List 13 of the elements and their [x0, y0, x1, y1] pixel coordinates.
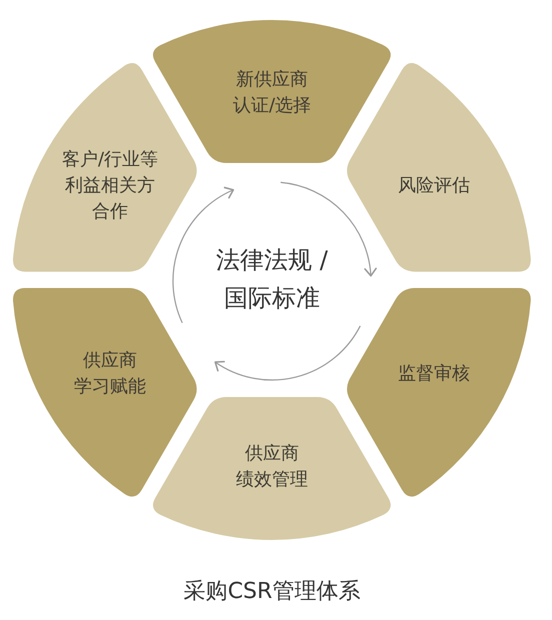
ring-segment — [347, 63, 532, 272]
ring-segment — [12, 63, 197, 272]
ring-segment — [347, 288, 532, 497]
caption: 采购CSR管理体系 — [184, 578, 360, 606]
segment-label: 供应商学习赋能 — [74, 348, 146, 398]
ring-segment — [12, 288, 197, 497]
segment-label: 新供应商认证/选择 — [232, 68, 312, 118]
segment-label: 风险评估 — [398, 174, 470, 198]
segment-label: 监督审核 — [398, 362, 470, 386]
ring-segment — [153, 397, 391, 540]
center-label: 法律法规 /国际标准 — [216, 245, 328, 314]
segment-label: 客户/行业等利益相关方合作 — [62, 148, 158, 224]
segment-label: 供应商绩效管理 — [236, 442, 308, 492]
